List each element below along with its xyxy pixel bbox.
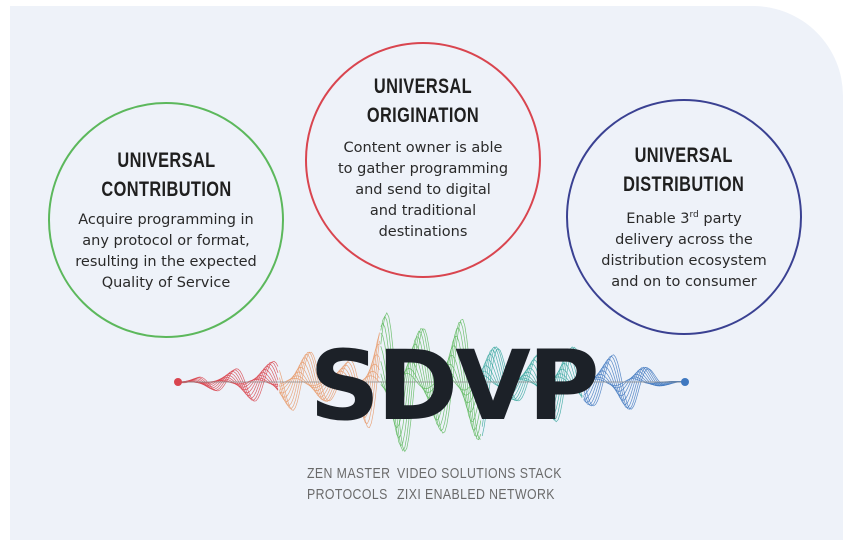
wave-strand — [177, 372, 279, 391]
wave-strand — [380, 315, 482, 452]
title-line: DISTRIBUTION — [623, 173, 745, 197]
title-line: CONTRIBUTION — [100, 178, 232, 201]
wave-strand — [380, 322, 482, 447]
circle-title: UNIVERSAL CONTRIBUTION — [101, 146, 231, 204]
wave-strand — [380, 343, 482, 429]
wave-strand — [583, 362, 684, 405]
ordinal-suffix: rd — [689, 210, 699, 221]
desc-line: Acquire programming in — [78, 212, 254, 228]
wave-strand — [279, 354, 380, 397]
desc-line: Enable 3rd party — [601, 205, 766, 230]
subtitle-line: PROTOCOLS — [307, 486, 388, 503]
wave-strand — [481, 353, 583, 406]
circle-description: Enable 3rd party delivery across the dis… — [591, 205, 776, 293]
circle-description: Content owner is able to gather programm… — [328, 138, 518, 243]
wave-start-dot — [174, 378, 182, 386]
universal-distribution-circle: UNIVERSAL DISTRIBUTION Enable 3rd party … — [566, 99, 802, 335]
wave-strand — [279, 375, 380, 387]
wave-strand — [177, 369, 279, 394]
title-line: UNIVERSAL — [634, 144, 734, 168]
wave-strand — [481, 365, 583, 394]
circle-title: UNIVERSAL ORIGINATION — [367, 72, 479, 130]
wave-strand — [279, 351, 380, 429]
wave-strand — [583, 355, 684, 410]
desc-line: Content owner is able — [343, 139, 503, 156]
wave-strand — [380, 312, 481, 453]
wave-strand — [481, 359, 583, 399]
subtitle-line: ZEN MASTER — [307, 465, 391, 482]
wave-strand — [481, 349, 583, 412]
title-line: ORIGINATION — [366, 103, 480, 127]
subtitle-left: ZEN MASTER PROTOCOLS — [307, 463, 390, 505]
universal-contribution-circle: UNIVERSAL CONTRIBUTION Acquire programmi… — [48, 102, 284, 338]
title-line: UNIVERSAL — [373, 74, 473, 98]
desc-line: any protocol or format, — [82, 233, 250, 249]
circle-title: UNIVERSAL DISTRIBUTION — [623, 141, 744, 199]
desc-line: and on to consumer — [611, 273, 757, 290]
desc-line: Quality of Service — [101, 275, 231, 291]
desc-line: destinations — [378, 223, 468, 240]
wave-strand — [380, 372, 481, 392]
universal-origination-circle: UNIVERSAL ORIGINATION Content owner is a… — [305, 42, 541, 278]
wave-strand — [279, 332, 380, 418]
wave-strand — [481, 346, 583, 417]
desc-line: delivery across the — [615, 231, 753, 248]
wave-strand — [279, 370, 380, 389]
desc-line: distribution ecosystem — [601, 252, 767, 269]
desc-line: and traditional — [369, 202, 477, 219]
wave-strand — [380, 368, 482, 398]
desc-line: to gather programming — [337, 160, 509, 177]
title-line: UNIVERSAL — [116, 149, 216, 172]
circle-description: Acquire programming in any protocol or f… — [65, 210, 266, 294]
subtitle-right: VIDEO SOLUTIONS STACK ZIXI ENABLED NETWO… — [397, 463, 562, 505]
wave-strand — [380, 360, 482, 406]
wave-strand — [279, 334, 380, 411]
wave-end-dot — [681, 378, 689, 386]
desc-line: resulting in the expected — [75, 254, 257, 270]
desc-text: Enable 3 — [626, 210, 690, 227]
subtitle-line: ZIXI ENABLED NETWORK — [397, 486, 555, 503]
subtitle-line: VIDEO SOLUTIONS STACK — [397, 465, 562, 482]
desc-line: and send to digital — [355, 181, 491, 198]
sdvp-logo: SDVP — [309, 330, 599, 442]
wave-strand — [482, 374, 583, 387]
desc-text: party — [698, 210, 742, 227]
wave-strand — [380, 332, 482, 439]
